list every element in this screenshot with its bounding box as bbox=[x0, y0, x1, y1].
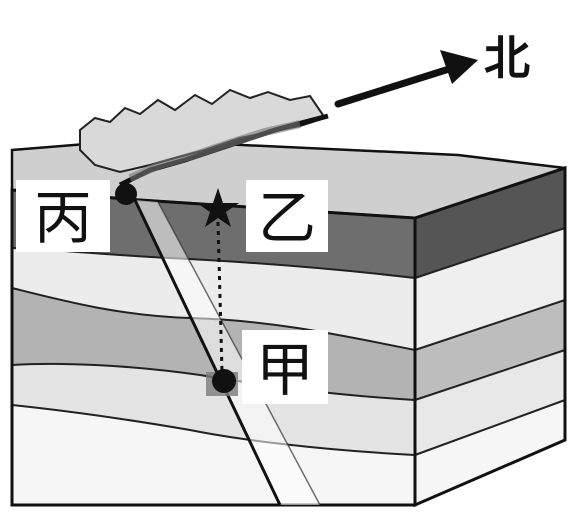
label-yi-text: 乙 bbox=[258, 184, 316, 252]
label-yi: 乙 bbox=[246, 180, 328, 252]
point-jia-marker bbox=[212, 369, 236, 393]
north-arrow bbox=[334, 50, 478, 108]
right-side-face bbox=[413, 165, 567, 508]
fault-plane bbox=[133, 199, 321, 506]
point-bing-marker bbox=[115, 183, 137, 205]
north-label: 北 bbox=[484, 31, 530, 85]
label-jia-text: 甲 bbox=[256, 336, 314, 404]
mountain-ridge bbox=[79, 88, 329, 188]
point-yi-star-icon bbox=[197, 188, 239, 227]
epicenter-focus-line bbox=[216, 221, 224, 373]
label-bing: 丙 bbox=[16, 180, 110, 252]
label-jia: 甲 bbox=[242, 330, 328, 404]
front-face-layers bbox=[10, 188, 417, 507]
label-bing-text: 丙 bbox=[34, 184, 92, 252]
